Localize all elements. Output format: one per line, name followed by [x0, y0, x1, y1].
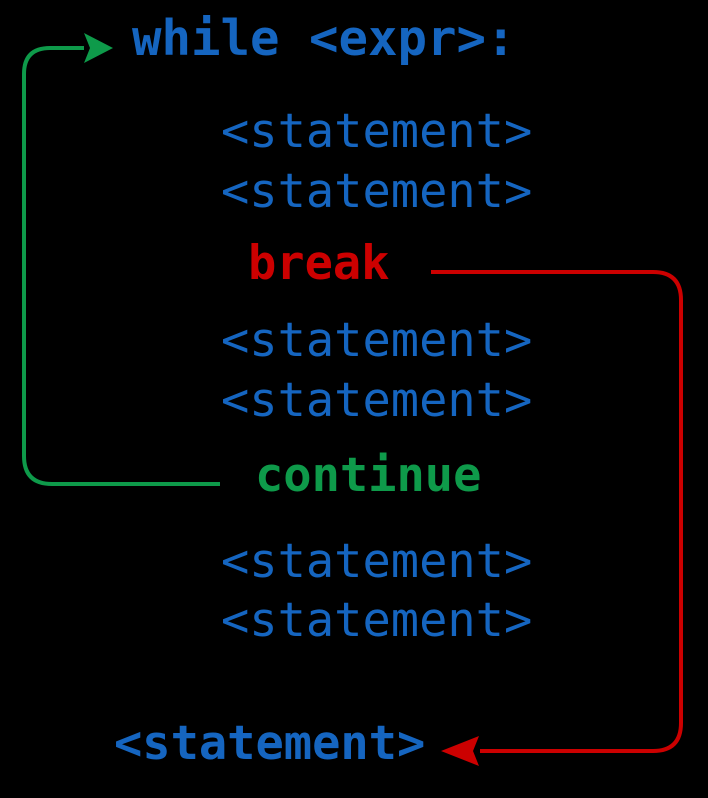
continue-arrowhead-icon — [84, 33, 113, 63]
break-keyword: break — [248, 236, 390, 291]
statement-line-1: <statement> — [221, 104, 533, 159]
statement-line-4: <statement> — [221, 373, 533, 428]
continue-arrow — [22, 33, 220, 486]
statement-line-3: <statement> — [221, 313, 533, 368]
statement-line-5: <statement> — [221, 534, 533, 589]
statement-line-6: <statement> — [221, 593, 533, 648]
break-arrow — [431, 270, 683, 766]
continue-arrow-path — [22, 46, 220, 486]
statement-line-2: <statement> — [221, 164, 533, 219]
continue-keyword: continue — [255, 448, 482, 503]
break-arrow-path — [431, 270, 683, 753]
while-header-line: while <expr>: — [132, 10, 516, 67]
after-loop-statement: <statement> — [114, 716, 426, 771]
break-arrowhead-icon — [441, 736, 479, 766]
